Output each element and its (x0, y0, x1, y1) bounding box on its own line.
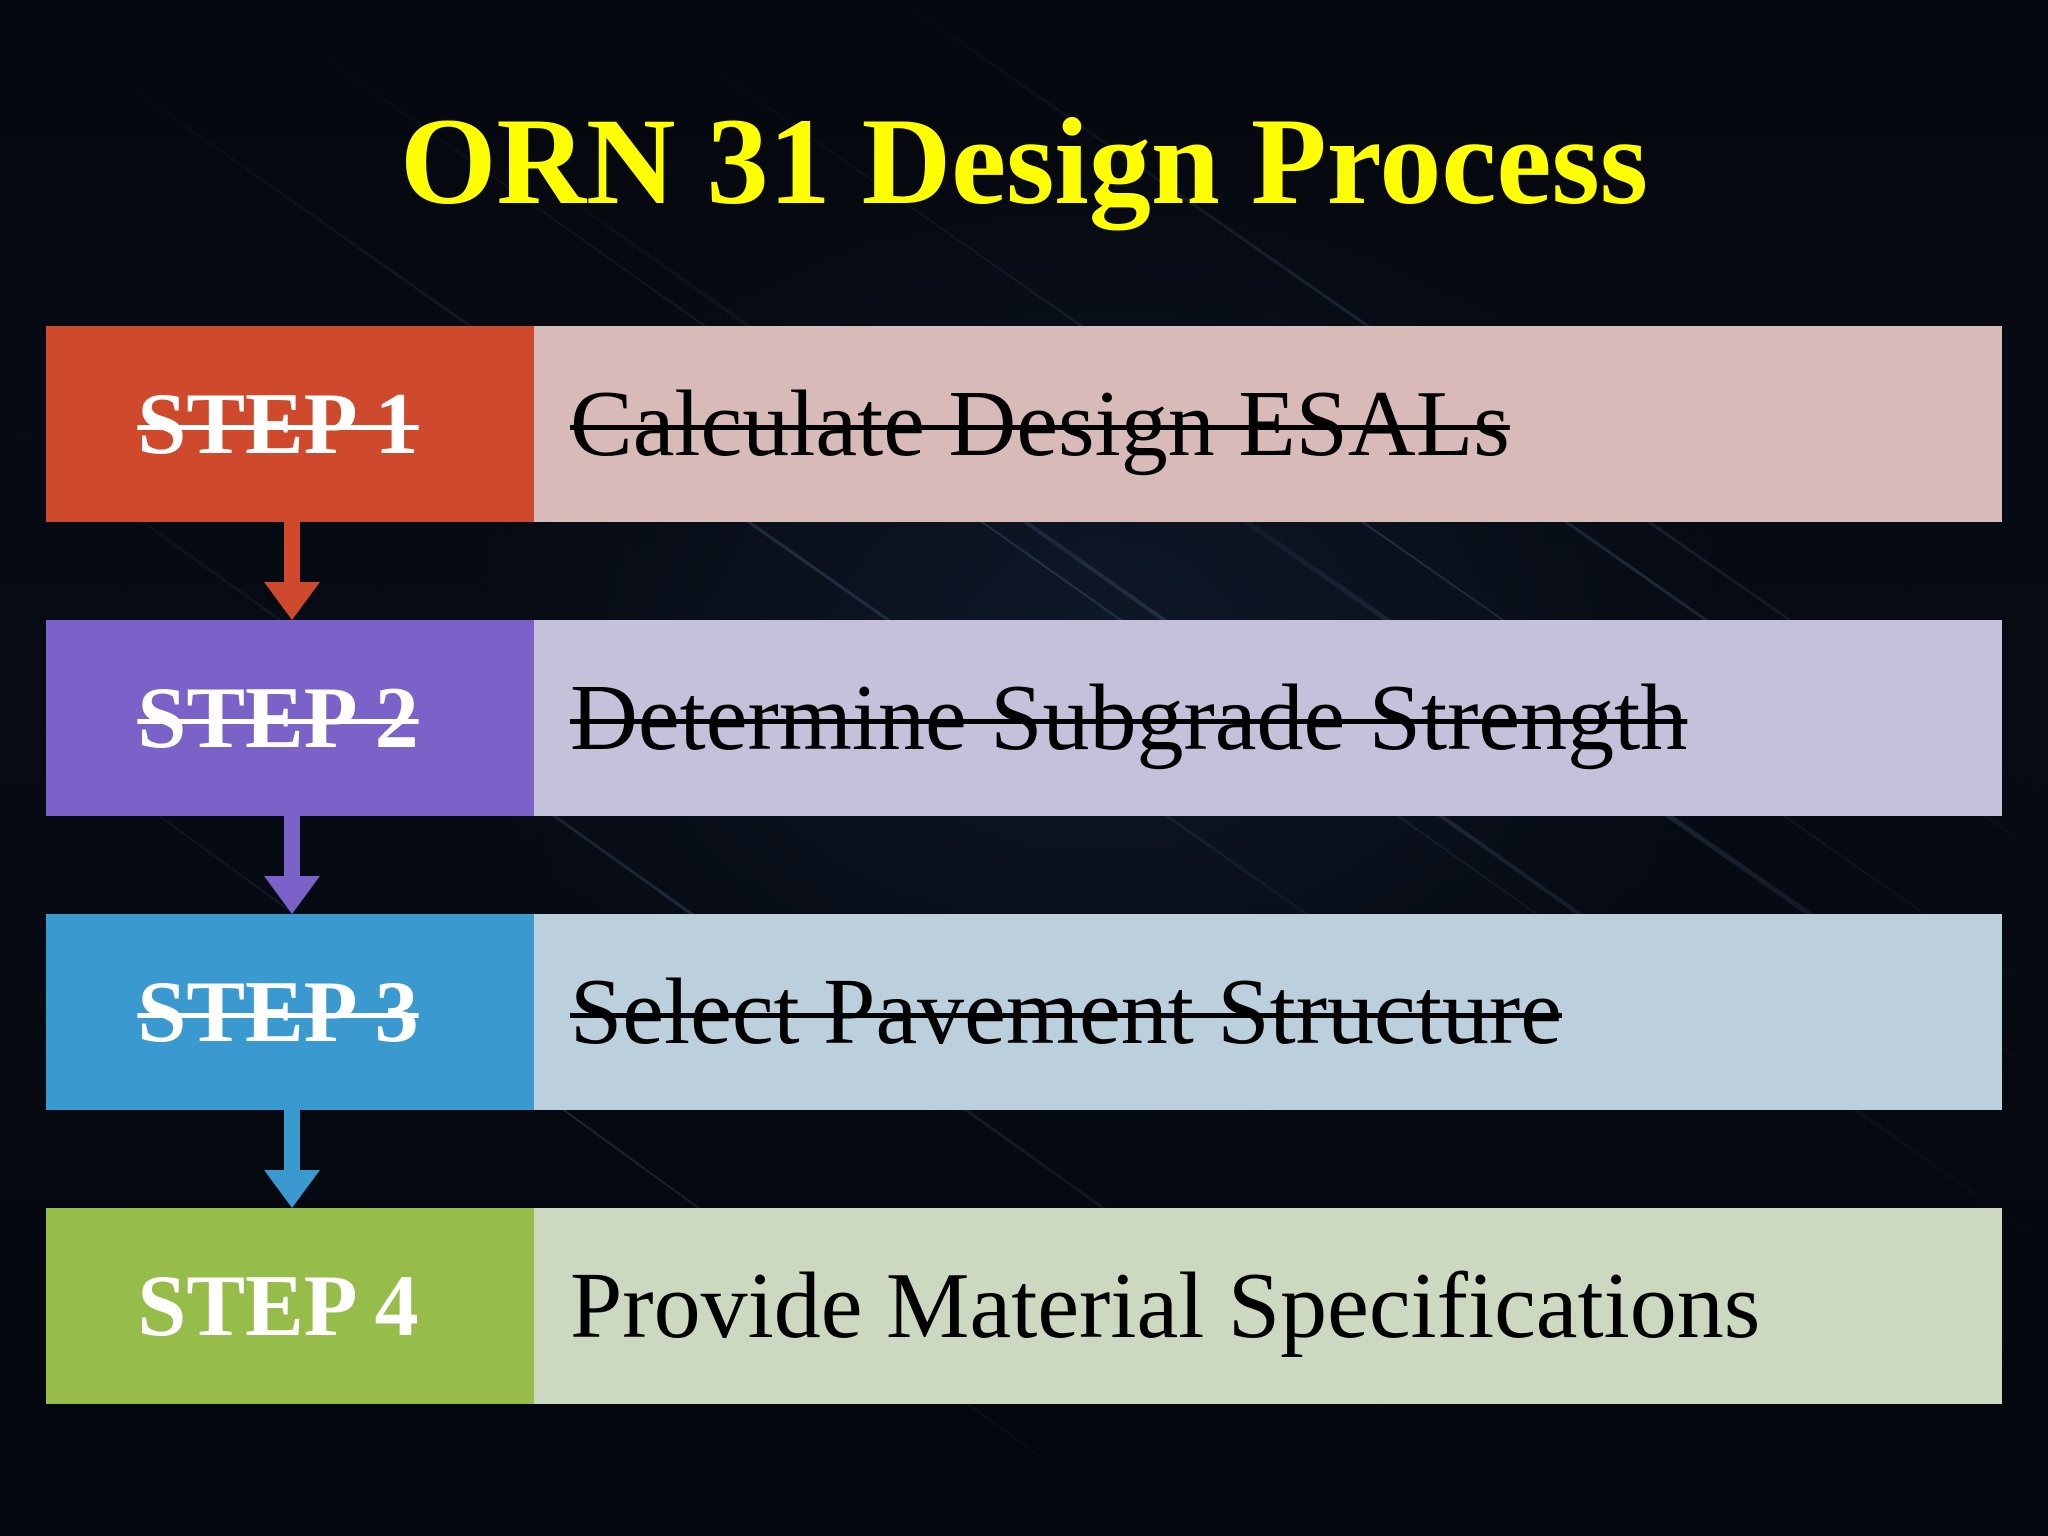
step-2-description: Determine Subgrade Strength (570, 666, 1688, 770)
down-arrow-icon (264, 1110, 320, 1208)
step-1-label: STEP 1 (137, 375, 419, 473)
slide-title: ORN 31 Design Process (400, 93, 1648, 230)
down-arrow-icon (264, 522, 320, 620)
step-1-label-box: STEP 1 (46, 326, 534, 522)
step-2-description-box: Determine Subgrade Strength (534, 620, 2002, 816)
step-1-description-box: Calculate Design ESALs (534, 326, 2002, 522)
step-2-label: STEP 2 (137, 669, 419, 767)
process-step-1: STEP 1 Calculate Design ESALs (46, 326, 2002, 522)
step-3-label: STEP 3 (137, 963, 419, 1061)
down-arrow-icon (264, 816, 320, 914)
process-step-3: STEP 3 Select Pavement Structure (46, 914, 2002, 1110)
step-2-label-box: STEP 2 (46, 620, 534, 816)
process-step-4: STEP 4 Provide Material Specifications (46, 1208, 2002, 1404)
step-4-description: Provide Material Specifications (570, 1254, 1761, 1358)
step-4-label: STEP 4 (137, 1257, 419, 1355)
process-step-2: STEP 2 Determine Subgrade Strength (46, 620, 2002, 816)
step-4-description-box: Provide Material Specifications (534, 1208, 2002, 1404)
step-3-description-box: Select Pavement Structure (534, 914, 2002, 1110)
step-3-description: Select Pavement Structure (570, 960, 1562, 1064)
step-4-label-box: STEP 4 (46, 1208, 534, 1404)
step-1-description: Calculate Design ESALs (570, 372, 1510, 476)
step-3-label-box: STEP 3 (46, 914, 534, 1110)
